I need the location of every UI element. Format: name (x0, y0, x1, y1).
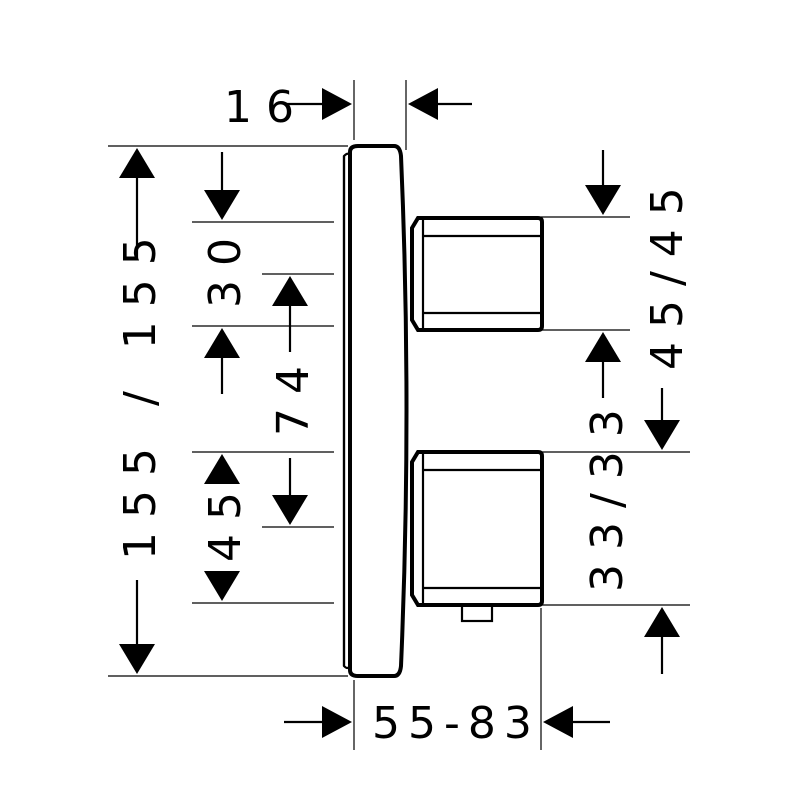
arrow-lower-offset-bottom (204, 571, 240, 601)
dimension-lower-offset: 45 (200, 454, 251, 601)
dimension-upper-handle-height: 45/45 (585, 150, 693, 398)
dimension-lower-handle-height: 33/33 (582, 388, 680, 674)
arrow-total-height-bottom (119, 644, 155, 674)
upper-handle (410, 216, 544, 332)
arrow-lower-handle-top (644, 420, 680, 450)
arrow-upper-offset-top (204, 190, 240, 220)
arrow-top-depth-right (408, 88, 438, 120)
dimension-handle-spacing: 74 (268, 276, 319, 525)
arrow-handle-spacing-top (272, 276, 308, 306)
label-top-depth: 16 (224, 82, 308, 133)
dimension-top-depth: 16 (224, 82, 472, 133)
label-upper-handle-height: 45/45 (642, 173, 693, 370)
arrow-upper-handle-top (585, 185, 621, 215)
label-lower-offset: 45 (200, 478, 251, 562)
label-projection: 55-83 (372, 698, 540, 749)
label-total-height: 155 / 155 (115, 223, 166, 560)
arrow-lower-handle-bottom (644, 607, 680, 637)
arrow-lower-offset-top (204, 454, 240, 484)
lower-handle (410, 450, 544, 607)
cover-plate-bevel (342, 152, 352, 670)
arrow-upper-handle-bottom (585, 332, 621, 362)
lower-handle-button (460, 603, 494, 623)
arrow-top-depth-left (322, 88, 352, 120)
cover-plate (348, 144, 409, 678)
arrow-projection-left (322, 706, 352, 738)
label-handle-spacing: 74 (268, 352, 319, 436)
dimension-projection: 55-83 (284, 698, 610, 749)
label-upper-offset: 30 (200, 224, 251, 308)
arrow-projection-right (543, 706, 573, 738)
label-lower-handle-height: 33/33 (582, 395, 633, 592)
dimension-total-height: 155 / 155 (115, 148, 166, 674)
arrow-total-height-top (119, 148, 155, 178)
extension-lines (108, 80, 690, 750)
arrow-upper-offset-bottom (204, 328, 240, 358)
part-outline (342, 144, 544, 678)
dimension-upper-offset: 30 (200, 152, 251, 394)
arrow-handle-spacing-bottom (272, 495, 308, 525)
